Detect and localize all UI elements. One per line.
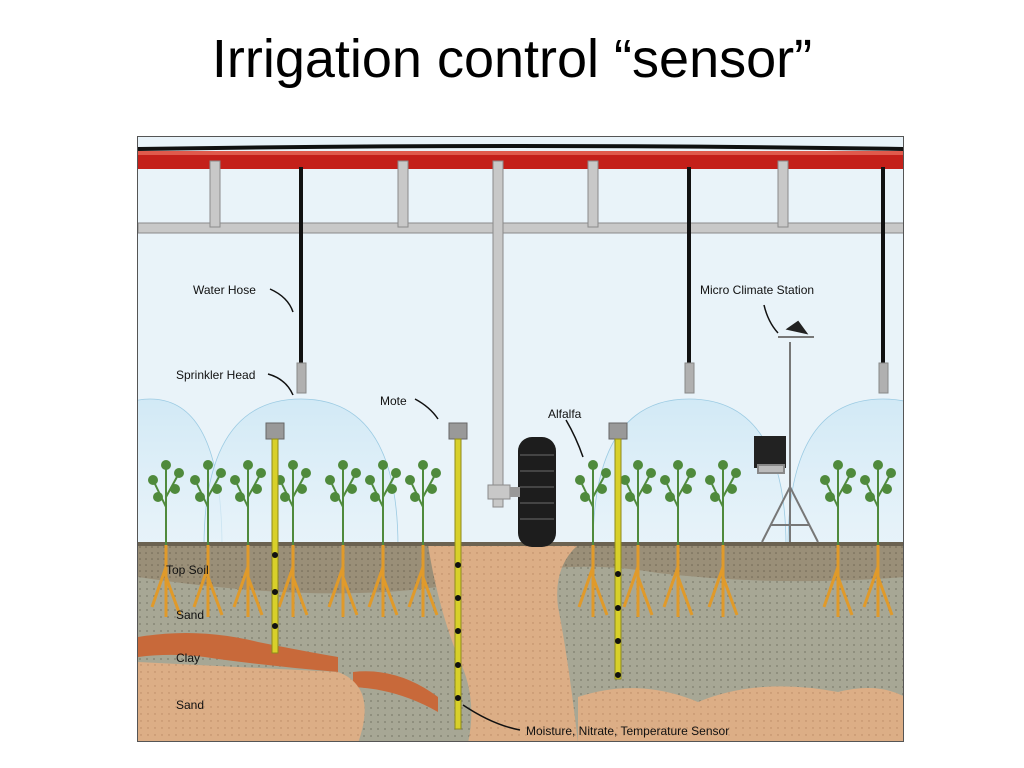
label-sprinkler-head: Sprinkler Head bbox=[176, 368, 255, 382]
alfalfa-plant bbox=[575, 460, 611, 617]
alfalfa-plants bbox=[148, 460, 896, 617]
label-mote: Mote bbox=[380, 394, 407, 408]
label-water-hose: Water Hose bbox=[193, 283, 256, 297]
pivot-wheel bbox=[510, 437, 556, 547]
diagram-canvas: Water Hose Sprinkler Head Mote Alfalfa M… bbox=[138, 137, 903, 741]
label-alfalfa: Alfalfa bbox=[548, 407, 582, 421]
mote-probe-2 bbox=[448, 422, 468, 730]
alfalfa-plant bbox=[820, 460, 856, 617]
sensor-probes bbox=[265, 422, 628, 730]
label-sand-lower: Sand bbox=[176, 698, 204, 712]
mote-probe-1 bbox=[265, 422, 285, 654]
water-hoses bbox=[299, 167, 885, 367]
label-clay: Clay bbox=[176, 651, 200, 665]
alfalfa-plant bbox=[660, 460, 696, 617]
slide-title: Irrigation control “sensor” bbox=[211, 29, 813, 89]
label-micro-climate-station: Micro Climate Station bbox=[700, 283, 814, 297]
frame-rail bbox=[138, 160, 903, 508]
alfalfa-plant bbox=[860, 460, 896, 617]
label-top-soil: Top Soil bbox=[166, 563, 209, 577]
alfalfa-plant bbox=[325, 460, 361, 617]
wheel-strut bbox=[492, 160, 504, 508]
overhead-pipe bbox=[138, 144, 903, 169]
label-sand-upper: Sand bbox=[176, 608, 204, 622]
alfalfa-plant bbox=[365, 460, 401, 617]
alfalfa-plant bbox=[620, 460, 656, 617]
irrigation-diagram: Water Hose Sprinkler Head Mote Alfalfa M… bbox=[137, 136, 904, 742]
mote-probe-3 bbox=[608, 422, 628, 680]
alfalfa-plant bbox=[148, 460, 184, 617]
alfalfa-plant bbox=[190, 460, 226, 617]
alfalfa-plant bbox=[230, 460, 266, 617]
label-sensor: Moisture, Nitrate, Temperature Sensor bbox=[526, 724, 729, 738]
sprinkler-heads bbox=[296, 362, 889, 394]
label-leaders bbox=[267, 288, 779, 731]
micro-climate-station bbox=[754, 320, 819, 543]
soil-layers bbox=[138, 542, 903, 741]
alfalfa-plant bbox=[705, 460, 741, 617]
alfalfa-plant bbox=[405, 460, 441, 617]
